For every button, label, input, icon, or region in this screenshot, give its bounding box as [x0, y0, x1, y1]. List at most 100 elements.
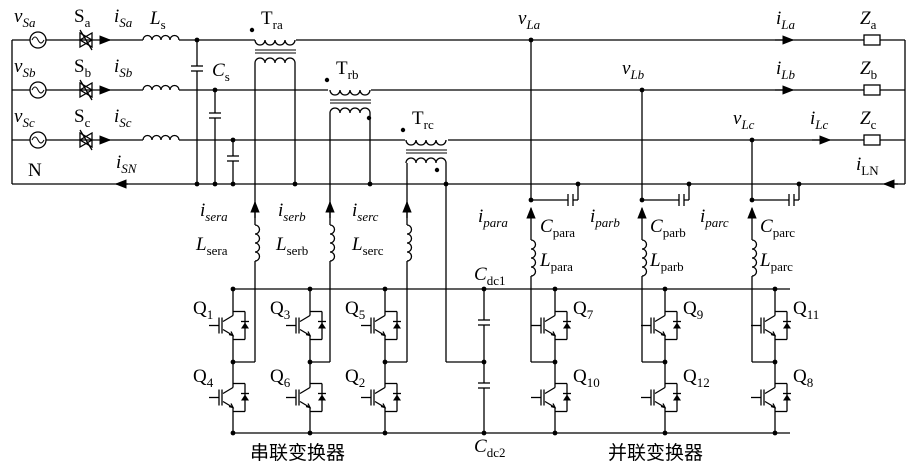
sources: vSa vSb vSc — [14, 6, 46, 148]
svg-text:Trb: Trb — [336, 58, 358, 82]
igbt-q4: Q4 — [193, 362, 249, 433]
svg-text:Lsera: Lsera — [195, 234, 228, 258]
igbt-label-q4: Q4 — [193, 366, 214, 390]
igbt-label-q5: Q5 — [345, 298, 365, 322]
transformer-label-b: T — [336, 58, 348, 79]
bypass-switches: Sa Sb Sc — [74, 6, 92, 150]
svg-text:Cdc2: Cdc2 — [474, 436, 505, 460]
cap-label-dc1: C — [474, 264, 487, 285]
svg-text:vSc: vSc — [14, 106, 35, 130]
svg-text:Lparc: Lparc — [759, 250, 793, 274]
transformer-c: Trc — [401, 108, 449, 200]
svg-text:iSN: iSN — [116, 152, 138, 176]
load-label-b: Z — [860, 58, 871, 79]
svg-text:Sc: Sc — [74, 106, 91, 130]
bus-node — [383, 431, 388, 436]
svg-text:iserc: iserc — [352, 200, 379, 224]
igbt-label-q7: Q7 — [573, 298, 594, 322]
phase-lines — [12, 40, 905, 184]
bus-node — [553, 287, 558, 292]
parallel-cap-a — [531, 182, 580, 206]
inductor-label-ls: L — [149, 8, 161, 29]
leg-node — [383, 360, 388, 365]
transformer-label-a: T — [261, 8, 273, 29]
transformer-a: Tra — [250, 8, 298, 200]
svg-text:Za: Za — [860, 8, 877, 32]
igbt-q1: Q1 — [193, 289, 249, 362]
igbt-label-q9: Q9 — [683, 298, 703, 322]
inductor-label-sera: L — [195, 234, 207, 255]
bus-node — [773, 431, 778, 436]
bus-node — [231, 431, 236, 436]
svg-text:Zb: Zb — [860, 58, 877, 82]
igbt-label-q10: Q10 — [573, 366, 600, 390]
inductor-label-serb: L — [275, 234, 287, 255]
svg-text:Zc: Zc — [860, 108, 877, 132]
igbt-label-q3: Q3 — [270, 298, 290, 322]
igbt-q11: Q11 — [751, 289, 819, 362]
cap-label-dc2: C — [474, 436, 487, 457]
parallel-branches: ipara iparb iparc Cpara Cparb Cparc Lpar… — [478, 40, 801, 362]
igbt-q10: Q10 — [531, 362, 600, 433]
bus-node — [773, 287, 778, 292]
svg-text:Sa: Sa — [74, 6, 91, 30]
series-transformers: Tra Trb Trc — [250, 8, 449, 200]
igbt-q12: Q12 — [641, 362, 710, 433]
igbt-q5: Q5 — [345, 289, 401, 362]
svg-text:Cpara: Cpara — [540, 216, 575, 240]
transformer-label-c: T — [412, 108, 424, 129]
source-b — [30, 82, 46, 98]
svg-text:Lserb: Lserb — [275, 234, 308, 258]
svg-text:vLa: vLa — [518, 8, 541, 32]
igbt-q3: Q3 — [270, 289, 326, 362]
bus-node — [663, 287, 668, 292]
svg-text:iparb: iparb — [590, 206, 620, 230]
neutral-label: N — [28, 160, 42, 181]
leg-node — [553, 360, 558, 365]
svg-text:isera: isera — [200, 200, 228, 224]
leg-node — [231, 360, 236, 365]
svg-text:Lpara: Lpara — [539, 250, 573, 274]
transformer-b: Trb — [325, 58, 373, 200]
switch-label-b: S — [74, 56, 85, 77]
source-currents: iSa iSb iSc — [100, 6, 133, 140]
svg-text:vLb: vLb — [622, 58, 645, 82]
load-label-a: Z — [860, 8, 871, 29]
load-side: vLa vLb vLc iLa iLb iLc Za Zb Zc iLN — [518, 8, 898, 184]
svg-text:iLc: iLc — [810, 108, 829, 132]
svg-text:Lparb: Lparb — [649, 250, 684, 274]
bus-node — [231, 287, 236, 292]
inductor-label-parb: L — [649, 250, 661, 271]
igbt-label-q6: Q6 — [270, 366, 291, 390]
bus-node — [308, 431, 313, 436]
svg-text:vSb: vSb — [14, 56, 36, 80]
bus-node — [553, 431, 558, 436]
inductor-label-para: L — [539, 250, 551, 271]
parallel-converter-label: 并联变换器 — [608, 442, 703, 464]
svg-text:iSc: iSc — [114, 106, 132, 130]
igbt-q2: Q2 — [345, 362, 401, 433]
igbt-q8: Q8 — [751, 362, 813, 433]
igbt-switches: Q1Q4 Q3Q6 Q5Q2 Q7Q10 Q9Q12 Q11Q8 — [193, 287, 819, 436]
igbt-label-q12: Q12 — [683, 366, 710, 390]
cap-label-parb: C — [650, 216, 663, 237]
inductor-label-parc: L — [759, 250, 771, 271]
igbt-label-q8: Q8 — [793, 366, 813, 390]
svg-text:Cparb: Cparb — [650, 216, 686, 240]
source-inductors: Ls — [143, 8, 179, 140]
igbt-label-q2: Q2 — [345, 366, 365, 390]
source-capacitors: Cs — [191, 38, 239, 187]
bus-node — [663, 431, 668, 436]
series-branches: isera iserb iserc Lsera Lserb Lserc — [195, 200, 412, 362]
svg-text:Cs: Cs — [212, 60, 230, 84]
svg-text:vSa: vSa — [14, 6, 36, 30]
parallel-cap-b — [642, 182, 691, 206]
igbt-q9: Q9 — [641, 289, 703, 362]
parallel-cap-c — [752, 182, 801, 206]
leg-node — [308, 360, 313, 365]
svg-text:iLN: iLN — [856, 154, 879, 178]
svg-text:Sb: Sb — [74, 56, 91, 80]
svg-text:ipara: ipara — [478, 206, 508, 230]
